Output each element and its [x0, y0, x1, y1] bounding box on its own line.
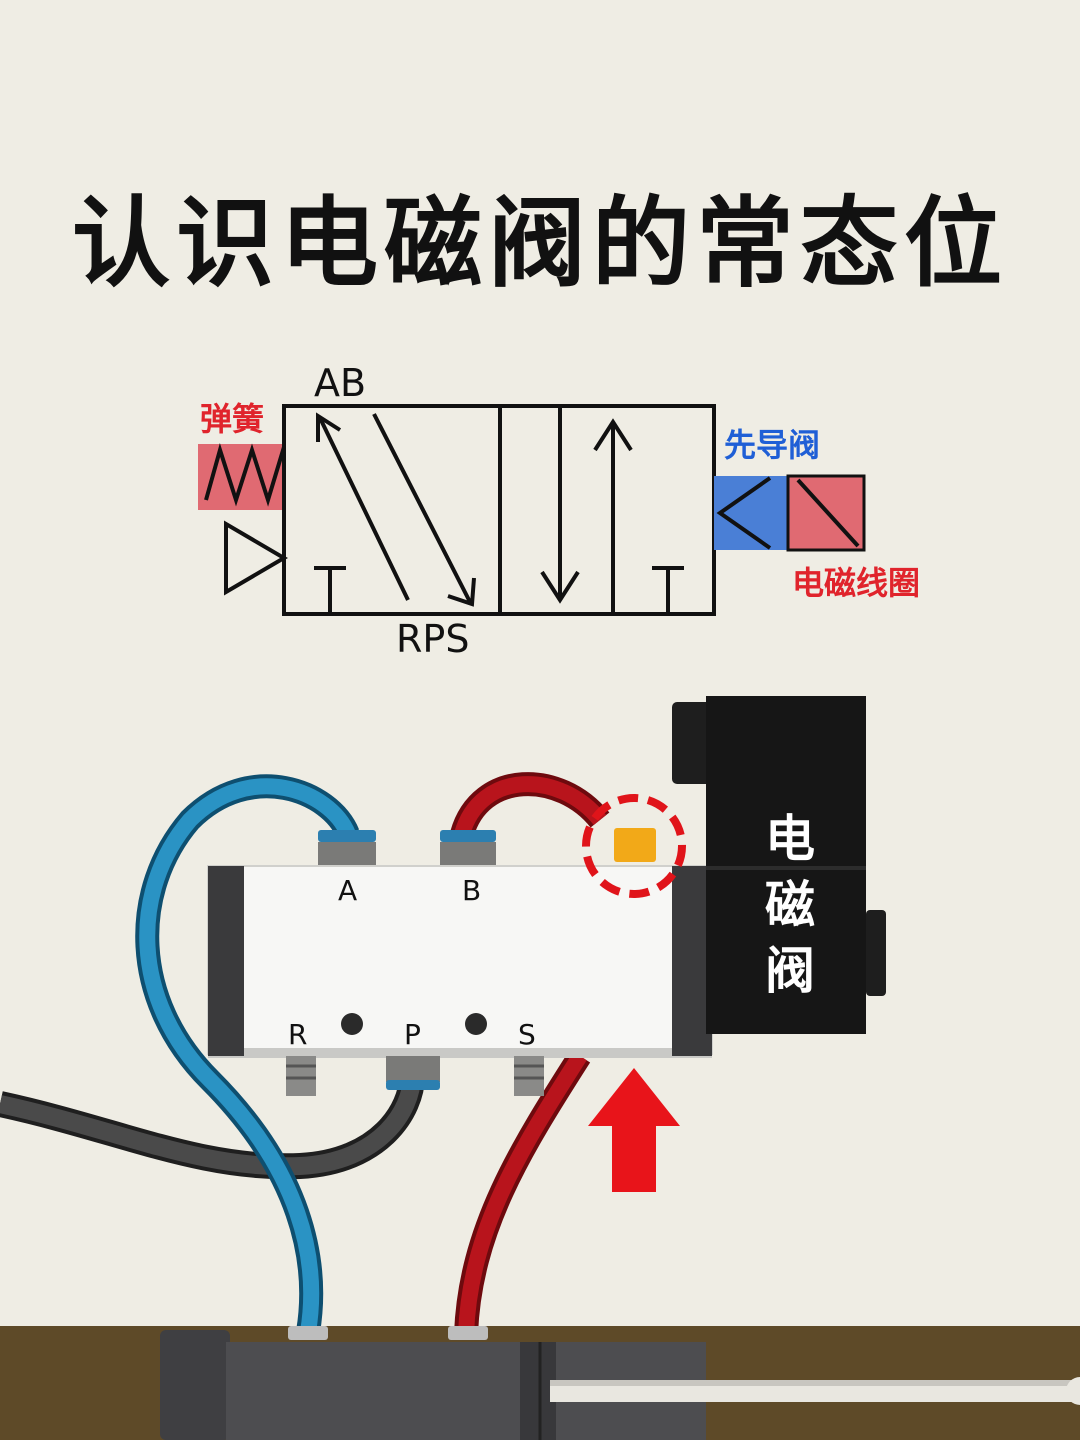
spring-zigzag: [204, 443, 286, 507]
pilot-valve-box: [714, 476, 788, 550]
spring-label: 弹簧: [200, 400, 264, 438]
page-title: 认识电磁阀的常态位: [71, 187, 1008, 301]
solenoid-char-2: 磁: [765, 876, 815, 934]
fitting-r: [286, 1056, 316, 1096]
air-cylinder: [160, 1330, 1080, 1440]
fitting-b: [440, 830, 496, 868]
valve-end-cap: [208, 866, 244, 1056]
highlight-circle: [582, 794, 686, 898]
fitting-s: [514, 1056, 544, 1096]
fitting-a: [318, 830, 376, 868]
port-label-r: R: [288, 1018, 307, 1051]
solenoid-char-1: 电: [765, 810, 815, 868]
pilot-symbol: [716, 476, 772, 550]
ports-bottom-label: RPS: [396, 617, 469, 661]
coil-label: 电磁线圈: [792, 564, 920, 602]
fitting-p: [386, 1056, 440, 1090]
pilot-label: 先导阀: [724, 426, 820, 464]
port-hole-left: [341, 1013, 363, 1035]
port-label-s: S: [518, 1018, 536, 1051]
port-label-a: A: [338, 874, 357, 907]
solenoid-head: [672, 696, 886, 1034]
valve-body: [207, 865, 713, 1055]
manual-override-button: [614, 828, 656, 862]
port-label-b: B: [462, 874, 481, 907]
port-label-p: P: [404, 1018, 421, 1051]
left-chamber-flow: [314, 412, 476, 612]
right-chamber-flow: [540, 408, 684, 612]
up-arrow-icon: [588, 1068, 680, 1192]
solenoid-char-3: 阀: [765, 942, 815, 1000]
ports-top-label: AB: [314, 361, 366, 405]
exhaust-triangle: [224, 520, 288, 596]
valve-symbol: AB RPS 弹簧 先导阀 电磁线圈: [198, 361, 920, 661]
coil-symbol: [796, 478, 860, 548]
